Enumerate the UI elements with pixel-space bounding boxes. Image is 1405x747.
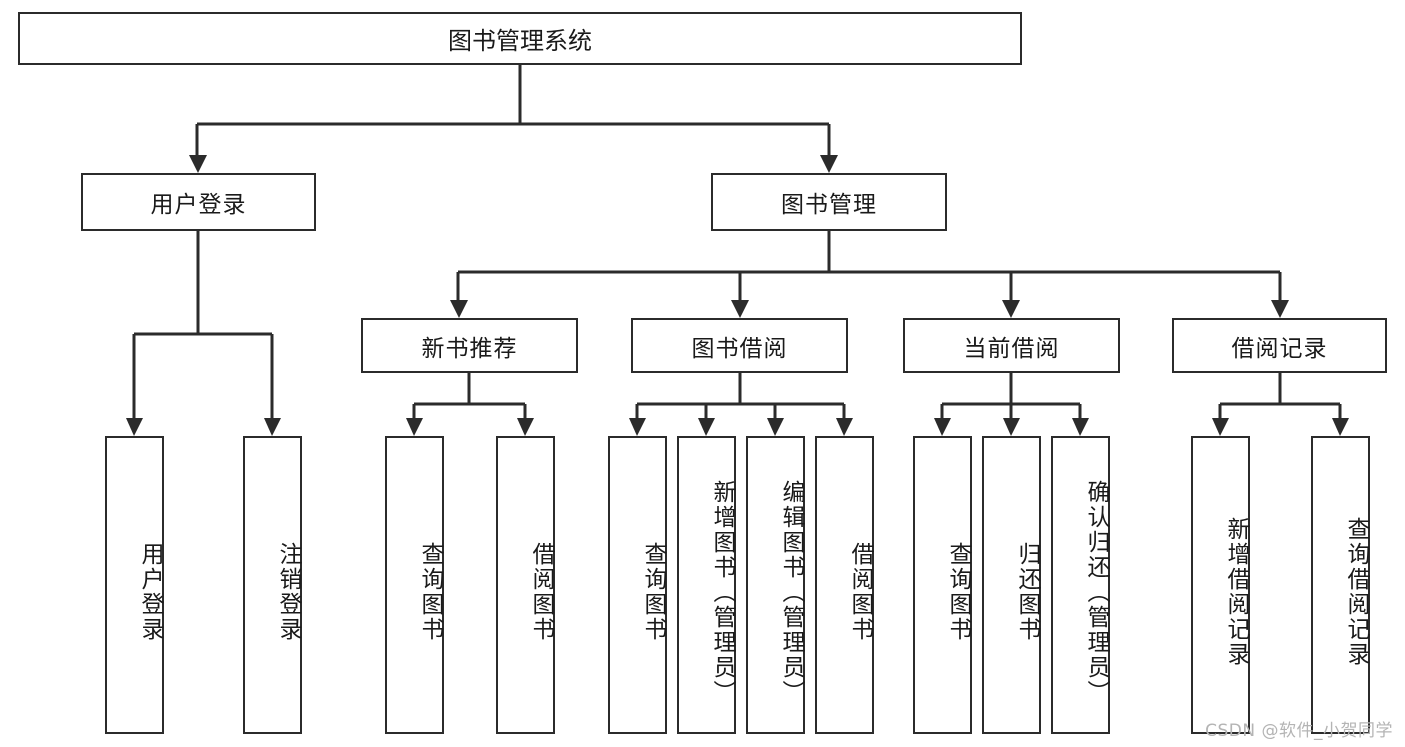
leaf-borrow-record-add-record[interactable]: 新增借阅记录: [1191, 436, 1250, 734]
node-user-login[interactable]: 用户登录: [81, 173, 316, 231]
node-label: 图书管理系统: [448, 27, 592, 55]
node-label: 编辑图书（管理员）: [778, 479, 804, 705]
node-current-borrow[interactable]: 当前借阅: [903, 318, 1120, 373]
node-label: 查询图书: [417, 542, 443, 642]
node-label: 注销登录: [275, 542, 301, 642]
node-label: 借阅图书: [528, 542, 554, 642]
node-label: 借阅记录: [1231, 335, 1328, 362]
leaf-new-book-query-book[interactable]: 查询图书: [385, 436, 444, 734]
leaf-user-login-logout[interactable]: 注销登录: [243, 436, 302, 734]
node-label: 用户登录: [150, 192, 247, 218]
leaf-book-borrow-add-book-admin[interactable]: 新增图书（管理员）: [677, 436, 736, 734]
node-book-management[interactable]: 图书管理: [711, 173, 947, 231]
watermark: CSDN @软件_小贺同学: [1205, 721, 1393, 741]
node-label: 图书借阅: [691, 335, 788, 362]
leaf-book-borrow-edit-book-admin[interactable]: 编辑图书（管理员）: [746, 436, 805, 734]
leaf-user-login-login[interactable]: 用户登录: [105, 436, 164, 734]
node-label: 图书管理: [781, 192, 877, 218]
node-label: 确认归还（管理员）: [1083, 479, 1109, 705]
node-label: 新增图书（管理员）: [709, 479, 735, 705]
node-label: 查询借阅记录: [1343, 517, 1369, 667]
leaf-new-book-borrow-book[interactable]: 借阅图书: [496, 436, 555, 734]
node-label: 新书推荐: [421, 335, 518, 362]
node-label: 借阅图书: [847, 542, 873, 642]
leaf-current-borrow-query-book[interactable]: 查询图书: [913, 436, 972, 734]
node-book-borrow[interactable]: 图书借阅: [631, 318, 848, 373]
node-label: 用户登录: [137, 542, 163, 642]
leaf-borrow-record-query-record[interactable]: 查询借阅记录: [1311, 436, 1370, 734]
leaf-book-borrow-borrow-book[interactable]: 借阅图书: [815, 436, 874, 734]
node-label: 查询图书: [945, 542, 971, 642]
node-label: 新增借阅记录: [1223, 517, 1249, 667]
node-label: 当前借阅: [963, 335, 1060, 362]
node-root-book-management-system[interactable]: 图书管理系统: [18, 12, 1022, 65]
leaf-book-borrow-query-book[interactable]: 查询图书: [608, 436, 667, 734]
node-label: 归还图书: [1014, 542, 1040, 642]
leaf-current-borrow-confirm-return-admin[interactable]: 确认归还（管理员）: [1051, 436, 1110, 734]
node-new-book-recommend[interactable]: 新书推荐: [361, 318, 578, 373]
node-label: 查询图书: [640, 542, 666, 642]
leaf-current-borrow-return-book[interactable]: 归还图书: [982, 436, 1041, 734]
node-borrow-record[interactable]: 借阅记录: [1172, 318, 1387, 373]
